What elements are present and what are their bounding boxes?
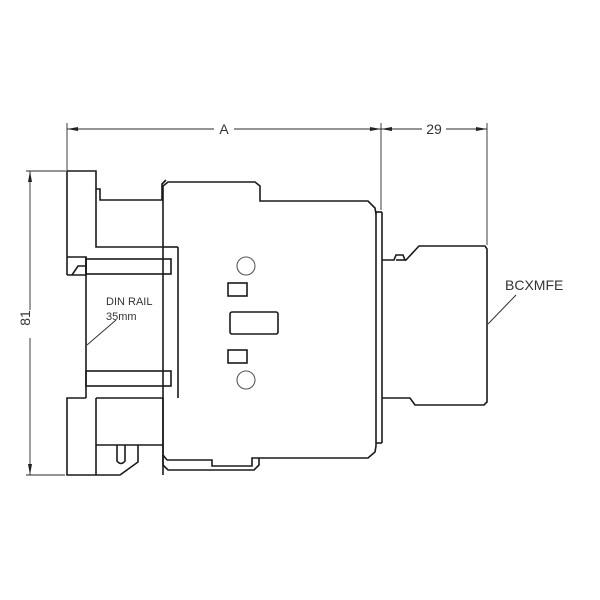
dimension-81: 81 xyxy=(17,170,66,476)
dimension-81-label: 81 xyxy=(17,310,33,326)
dimension-a: A xyxy=(66,121,382,210)
dimension-29: 29 xyxy=(381,121,488,245)
dimension-a-label: A xyxy=(219,121,229,137)
din-rail-size-label: 35mm xyxy=(106,311,137,323)
din-rail-label: DIN RAIL xyxy=(106,296,152,308)
test-button-window xyxy=(229,311,279,335)
bcxmfe-label: BCXMFE xyxy=(505,277,563,293)
indicator-circle-bottom xyxy=(236,370,256,390)
indicator-circle-top xyxy=(236,256,256,276)
contactor-body xyxy=(162,181,383,471)
dimension-29-label: 29 xyxy=(426,121,442,137)
terminal-slot-bottom xyxy=(227,349,248,364)
din-mount-base xyxy=(66,170,179,476)
bcxmfe-accessory xyxy=(382,245,488,406)
bcxmfe-leader-line xyxy=(487,294,517,325)
din-rail-leader-line xyxy=(86,319,117,346)
terminal-slot-top xyxy=(227,282,248,297)
